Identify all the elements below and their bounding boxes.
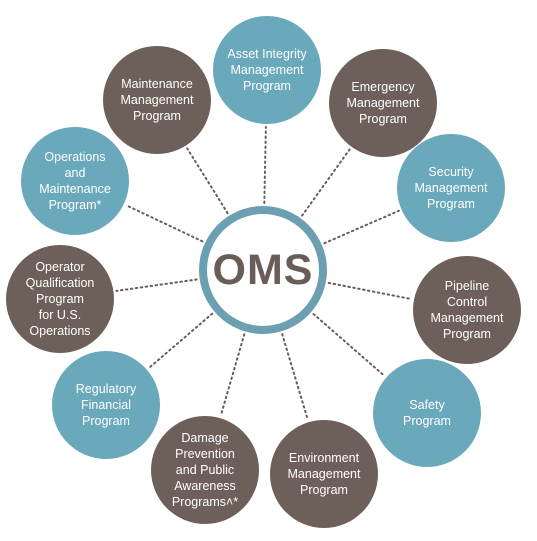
connector-line-safety — [312, 313, 385, 377]
node-label: Asset Integrity Management Program — [227, 47, 307, 93]
connector-line-pipeline-control — [327, 281, 413, 300]
node-damage-prevention-public-awareness-programs: Damage Prevention and Public Awareness P… — [151, 416, 259, 524]
node-regulatory-financial-program: Regulatory Financial Program — [52, 351, 160, 459]
connector-line-damage-prevention — [219, 333, 246, 417]
node-environment-management-program: Environment Management Program — [270, 420, 378, 528]
node-label: Safety Program — [403, 398, 451, 428]
node-label: Environment Management Program — [287, 451, 361, 497]
connector-line-environment — [281, 333, 309, 421]
connector-line-emergency — [301, 148, 351, 217]
node-label: Operations and Maintenance Program* — [39, 150, 111, 212]
oms-hub-label: OMS — [212, 245, 314, 294]
node-label: Regulatory Financial Program — [75, 382, 137, 428]
node-label: Emergency Management Program — [346, 80, 420, 126]
connector-line-asset-integrity — [263, 126, 267, 204]
connector-line-security — [323, 209, 400, 245]
connector-line-operator-qualification — [115, 278, 198, 292]
oms-hub: OMS — [199, 206, 327, 334]
node-pipeline-control-management-program: Pipeline Control Management Program — [413, 256, 521, 364]
node-label: Security Management Program — [414, 165, 488, 211]
node-maintenance-management-program: Maintenance Management Program — [103, 46, 211, 154]
node-security-management-program: Security Management Program — [397, 134, 505, 242]
node-label: Damage Prevention and Public Awareness P… — [171, 431, 239, 509]
node-label: Operator Qualification Program for U.S. … — [25, 260, 95, 338]
node-label: Pipeline Control Management Program — [430, 279, 504, 341]
node-asset-integrity-management-program: Asset Integrity Management Program — [213, 16, 321, 124]
connector-line-regulatory-financial — [148, 312, 214, 369]
connector-line-maintenance — [186, 147, 229, 215]
node-operator-qualification-program: Operator Qualification Program for U.S. … — [6, 245, 114, 353]
oms-hub-inner: OMS — [207, 214, 319, 326]
connector-line-operations-maintenance — [125, 204, 204, 243]
node-operations-maintenance-program: Operations and Maintenance Program* — [21, 127, 129, 235]
node-emergency-management-program: Emergency Management Program — [329, 49, 437, 157]
node-safety-program: Safety Program — [373, 359, 481, 467]
node-label: Maintenance Management Program — [120, 77, 194, 123]
